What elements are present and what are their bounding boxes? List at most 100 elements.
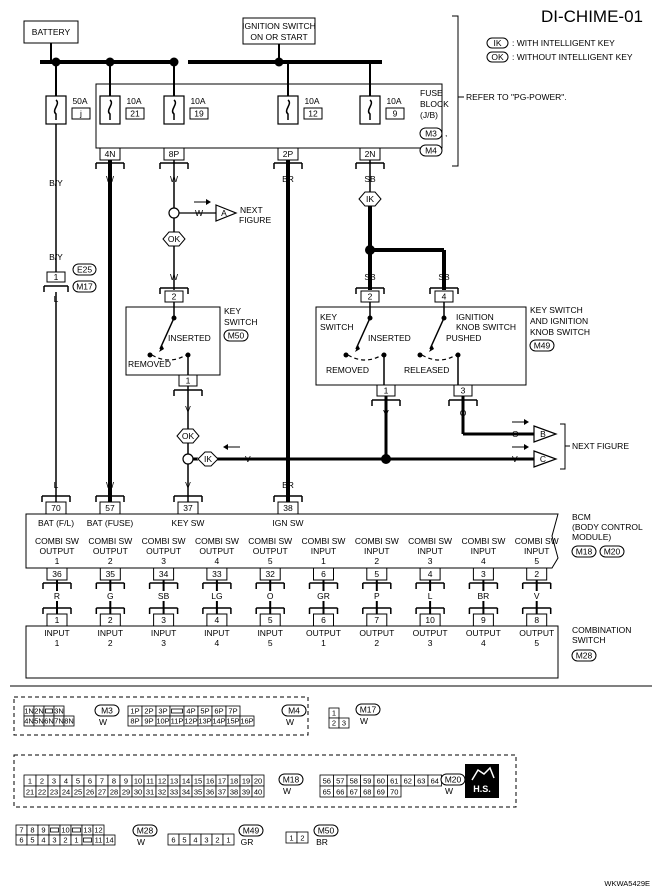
fuse-number: 12: [308, 109, 318, 119]
bcm-out-label-1: COMBI SW: [142, 536, 186, 546]
connector-pin: 4P: [186, 707, 195, 716]
combi-pin: 6: [321, 615, 326, 625]
bcm-out-label-3: 5: [268, 556, 273, 566]
bcm-out-label-3: 3: [428, 556, 433, 566]
bcm-out-wire: V: [534, 591, 540, 601]
connector-pin: 3: [204, 836, 208, 845]
connector-pin: 11P: [171, 717, 184, 726]
bcm-wire-v: V: [185, 480, 191, 490]
bcm-pin: 57: [105, 503, 115, 513]
fuse-pin: 8P: [169, 149, 180, 159]
bcm-out-label-2: OUTPUT: [93, 546, 128, 556]
bcm-out-label-3: 3: [161, 556, 166, 566]
connector-pin: 26: [86, 788, 94, 797]
connector-pin: 32: [158, 788, 166, 797]
connector-pin: 25: [74, 788, 82, 797]
combi-term-label-2: 4: [481, 638, 486, 648]
kis-wire-out-left: V: [383, 408, 389, 418]
bcm-pin: 70: [51, 503, 61, 513]
connector-pin: 16P: [240, 717, 253, 726]
bcm-name-1: BCM: [572, 512, 591, 522]
connector-pin: 24: [62, 788, 70, 797]
connector-pin: 2N: [34, 707, 44, 716]
connector-pin: 14: [182, 777, 190, 786]
kis-wire-right: SB: [438, 272, 450, 282]
connector-pin: 56: [323, 777, 331, 786]
connector-pin: 12: [158, 777, 166, 786]
connector-pin: 8N: [64, 717, 74, 726]
kis-sub2-2: KNOB SWITCH: [456, 322, 516, 332]
connector-pin: 6: [19, 836, 23, 845]
connector-name: M20: [445, 775, 462, 785]
bcm-pin: 38: [283, 503, 293, 513]
connector-color: W: [137, 837, 145, 847]
connector-pin: 13: [170, 777, 178, 786]
connector-name: M17: [360, 705, 377, 715]
kis-sub1-2: SWITCH: [320, 322, 354, 332]
ik-tag-upper: IK: [366, 194, 374, 204]
bcm-out-label-2: INPUT: [471, 546, 497, 556]
key-switch-wire-out: V: [185, 404, 191, 414]
connector-name: M18: [283, 775, 300, 785]
connector-pin: 64: [431, 777, 439, 786]
bcm-out-label-2: INPUT: [524, 546, 550, 556]
connector-pin: 20: [254, 777, 262, 786]
bcm-out-pin: 33: [212, 569, 222, 579]
connector-color: W: [360, 716, 368, 726]
bcm-wire-w: W: [106, 480, 114, 490]
connector-pin: 8P: [130, 717, 139, 726]
bcm-out-label-1: COMBI SW: [195, 536, 239, 546]
connector-pin: 12P: [184, 717, 197, 726]
connector-pin: 6P: [214, 707, 223, 716]
kis-pin-right: 4: [442, 292, 447, 302]
fuse-icon: [171, 99, 177, 120]
connector-pin: 3P: [158, 707, 167, 716]
bcm-out-label-2: OUTPUT: [253, 546, 288, 556]
connector-name: M28: [137, 826, 154, 836]
bcm-wire-br: BR: [282, 480, 294, 490]
connector-pin: 5: [76, 777, 80, 786]
fuse-block-label-3: (J/B): [420, 110, 438, 120]
key-switch-conn: M50: [228, 331, 245, 341]
fuse-icon: [285, 99, 291, 120]
bcm-term-label: KEY SW: [172, 518, 205, 528]
next-a-label-1: NEXT: [240, 205, 263, 215]
combi-term-label-2: 5: [268, 638, 273, 648]
bcm-out-label-2: INPUT: [364, 546, 390, 556]
kis-inserted: INSERTED: [368, 333, 411, 343]
connector-pin: 5: [30, 836, 34, 845]
bcm-out-label-1: COMBI SW: [461, 536, 505, 546]
connector-pin: 9: [124, 777, 128, 786]
connector-pin: 9P: [144, 717, 153, 726]
ignition-label-2: ON OR START: [250, 32, 307, 42]
bcm-out-label-2: OUTPUT: [199, 546, 234, 556]
fuse-block-conn-a: M3: [425, 129, 437, 139]
bcm-out-label-2: INPUT: [417, 546, 443, 556]
connector-pin: 2: [40, 777, 44, 786]
connector-pin: 1N: [24, 707, 34, 716]
joint-wire-top: B/Y: [49, 252, 63, 262]
connector-pin: 2: [215, 836, 219, 845]
fuse-block-label-1: FUSE: [420, 88, 443, 98]
bcm-out-wire: O: [267, 591, 274, 601]
kis-sub1-1: KEY: [320, 312, 337, 322]
connector-pin: 7N: [54, 717, 64, 726]
connector-pin: 4: [193, 836, 197, 845]
hs-icon: [471, 766, 495, 781]
key-switch-pin-out: 1: [186, 376, 191, 386]
key-switch-wire-in: W: [170, 272, 178, 282]
bcm-out-pin: 4: [428, 569, 433, 579]
connector-pin: 12: [94, 826, 102, 835]
bcm-out-label-3: 2: [108, 556, 113, 566]
connector-pin: 21: [26, 788, 34, 797]
bcm-out-pin: 35: [106, 569, 116, 579]
bcm-term-label: IGN SW: [272, 518, 303, 528]
bcm-out-label-3: 1: [321, 556, 326, 566]
combi-term-label-1: OUTPUT: [306, 628, 341, 638]
connector-pin: 1: [332, 709, 336, 718]
connector-pin: 10P: [156, 717, 169, 726]
